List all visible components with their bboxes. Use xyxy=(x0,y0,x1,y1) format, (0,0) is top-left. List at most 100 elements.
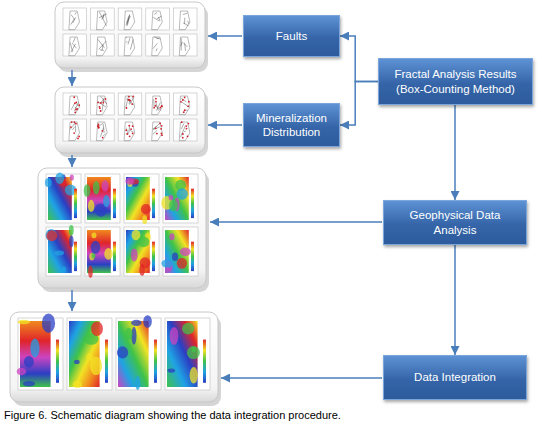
thumbnail xyxy=(91,119,115,141)
panel-board xyxy=(55,2,205,68)
fault-line xyxy=(183,13,188,15)
anomaly-blob xyxy=(161,259,173,267)
deposit-dot xyxy=(185,125,187,127)
thumbnail xyxy=(85,227,120,278)
color-bar xyxy=(113,242,116,271)
flow-connector xyxy=(454,245,456,355)
thumbnail-frame xyxy=(118,93,142,115)
deposit-dot xyxy=(128,125,130,127)
fault-line xyxy=(153,126,157,129)
thumbnail xyxy=(161,174,198,223)
fault-line xyxy=(99,12,106,26)
fault-line xyxy=(183,23,189,26)
fault-line xyxy=(184,110,188,111)
fault-line xyxy=(157,38,159,39)
deposit-dot xyxy=(129,135,131,137)
deposit-dot xyxy=(100,102,102,104)
thumbnail-frame xyxy=(118,34,142,56)
anomaly-blob xyxy=(190,367,198,383)
deposit-dot xyxy=(97,125,99,127)
thumbnail-frame xyxy=(146,8,170,30)
flow-arrow xyxy=(71,70,73,86)
anomaly-blob xyxy=(176,188,187,199)
fault-line xyxy=(157,16,162,19)
fault-line xyxy=(185,104,188,107)
deposit-dot xyxy=(98,127,100,129)
thumbnail-frame xyxy=(146,119,170,141)
deposit-dot xyxy=(73,132,75,134)
thumbnail xyxy=(146,34,170,56)
fault-line xyxy=(153,127,160,130)
anomaly-blob xyxy=(69,235,73,247)
flow-arrow xyxy=(208,124,242,126)
anomaly-blob xyxy=(88,266,93,279)
anomaly-blob xyxy=(54,251,64,256)
anomaly-blob xyxy=(74,360,80,364)
deposit-dot xyxy=(105,98,107,100)
anomaly-blob xyxy=(125,328,133,340)
map-outline xyxy=(152,122,163,141)
thumbnail xyxy=(146,119,170,141)
thumbnail-frame xyxy=(146,34,170,56)
anomaly-blob xyxy=(46,230,57,241)
deposit-dot xyxy=(130,128,132,130)
thumbnail xyxy=(67,318,112,390)
fault-line xyxy=(181,126,186,137)
flow-arrow xyxy=(210,221,382,223)
thumbnail-frame xyxy=(163,227,198,276)
process-box: Faults xyxy=(243,15,340,57)
anomaly-blob xyxy=(17,320,30,324)
flow-connector xyxy=(340,36,378,82)
fault-line xyxy=(127,15,130,27)
flow-arrow xyxy=(208,35,242,37)
deposit-dot xyxy=(76,108,78,110)
color-bar xyxy=(74,189,77,218)
map-panels xyxy=(10,2,221,406)
thumbnail xyxy=(84,174,120,223)
fault-line xyxy=(188,21,190,24)
deposit-dot xyxy=(184,97,186,99)
fault-line xyxy=(153,43,157,48)
deposit-dot xyxy=(102,102,104,104)
fault-line xyxy=(73,37,75,42)
deposit-dot xyxy=(160,128,162,130)
anomaly-blob xyxy=(73,381,82,388)
thumbnail-frame xyxy=(91,119,115,141)
deposit-dot xyxy=(99,107,101,109)
deposit-dot xyxy=(70,126,72,128)
deposit-dot xyxy=(77,138,79,140)
anomaly-blob xyxy=(169,233,174,240)
color-bar xyxy=(152,242,155,271)
process-box: Fractal Analysis Results (Box-Counting M… xyxy=(378,58,533,105)
thumbnail xyxy=(63,8,87,30)
deposit-dot xyxy=(155,98,157,100)
fault-line xyxy=(72,127,74,130)
thumbnail-frame xyxy=(165,318,210,390)
thumbnail xyxy=(118,93,142,115)
flow-arrow xyxy=(221,377,382,379)
map-outline xyxy=(179,37,190,56)
anomaly-blob xyxy=(117,346,128,358)
anomaly-blob xyxy=(91,241,101,254)
deposit-dot xyxy=(126,133,128,135)
color-bar xyxy=(56,340,59,383)
anomaly-blob xyxy=(137,237,149,248)
box-label: Fractal Analysis Results (Box-Counting M… xyxy=(387,67,524,96)
map-outline xyxy=(124,122,135,141)
deposit-dot xyxy=(74,102,76,104)
deposit-dot xyxy=(155,105,157,107)
thumbnail xyxy=(63,93,87,115)
anomaly-blob xyxy=(142,215,147,224)
anomaly-blob xyxy=(103,195,110,207)
thumbnail xyxy=(165,318,210,390)
fault-line xyxy=(153,99,154,107)
anomaly-blob xyxy=(141,204,151,214)
anomaly-blob xyxy=(45,178,52,187)
deposit-dot xyxy=(75,123,77,125)
fault-line xyxy=(184,131,186,133)
deposit-dot xyxy=(129,100,131,102)
fault-line xyxy=(129,126,130,134)
flow-arrow xyxy=(71,155,73,167)
thumbnail-frame xyxy=(173,119,197,141)
anomaly-blob xyxy=(135,376,140,390)
